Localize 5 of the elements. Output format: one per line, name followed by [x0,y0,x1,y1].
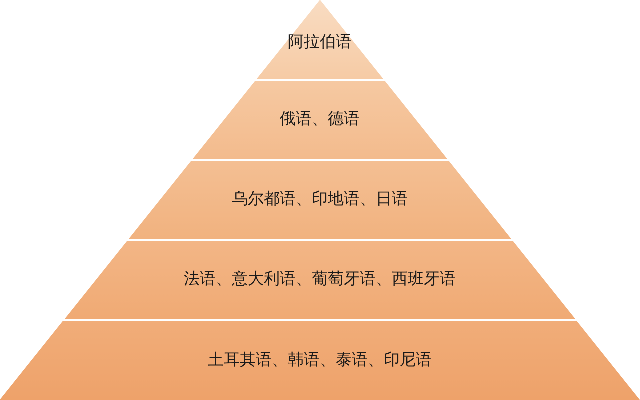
tier-label: 法语、意大利语、葡萄牙语、西班牙语 [184,269,456,290]
tier-label: 阿拉伯语 [288,32,352,54]
tier-label: 乌尔都语、印地语、日语 [232,189,408,210]
tier-label: 俄语、德语 [280,109,360,130]
tier-label: 土耳其语、韩语、泰语、印尼语 [208,350,432,370]
